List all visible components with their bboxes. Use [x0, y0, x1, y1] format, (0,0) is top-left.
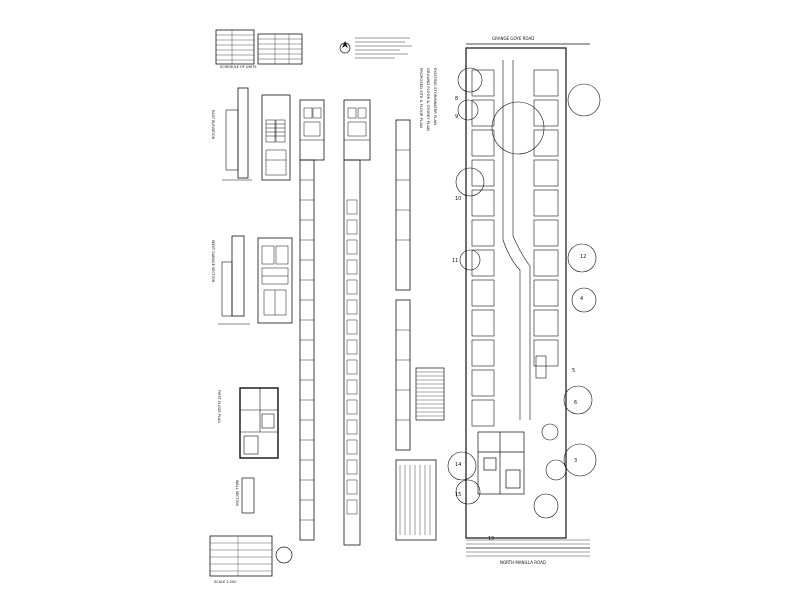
- section-detail-b: [257, 237, 293, 324]
- section-detail-a: [261, 94, 291, 181]
- west-garage-section: WEST GARAGE SECTION: [211, 235, 250, 325]
- tree-number: 15: [455, 492, 461, 498]
- tree-number: 9: [455, 114, 458, 120]
- existing-dwelling: [477, 431, 525, 495]
- east-elevation-label: EAST ELEVATION: [211, 110, 215, 140]
- car-icon: [535, 355, 547, 379]
- turning-circle: [491, 101, 545, 155]
- tree-number: 14: [455, 462, 461, 468]
- driveway: [502, 60, 521, 420]
- schedule-table-left: SCHEDULE OF UNITS: [215, 29, 303, 69]
- general-notes: [355, 37, 412, 59]
- first-floor-plan: FIRST FLOOR PLAN: [217, 387, 279, 459]
- east-elevation: EAST ELEVATION: [211, 87, 252, 181]
- units-west: [471, 69, 495, 427]
- tree-number: 5: [572, 368, 575, 374]
- tree-number: 6: [574, 400, 577, 406]
- bottom-hatching: [466, 539, 590, 557]
- scale-note: SCALE 1:200: [214, 580, 236, 584]
- site-plan: GRANGE GOYE ROAD NORTH MANILLA ROAD: [447, 36, 601, 565]
- hatched-schedule: [415, 367, 445, 421]
- long-elevation-2: [343, 99, 371, 546]
- tree-number: 8: [455, 96, 458, 102]
- title-block: SCALE 1:200: [209, 535, 293, 584]
- tree-number: 4: [580, 296, 583, 302]
- tree-number: 3: [574, 458, 577, 464]
- units-east: [533, 69, 559, 367]
- site-boundary: [465, 47, 567, 539]
- tree-number: 10: [455, 196, 461, 202]
- trees: [447, 67, 601, 519]
- north-arrow-icon: [339, 41, 351, 54]
- plan-title-2: GROUND FLOOR & STOREY PLAN: [426, 68, 431, 131]
- plan-title-1: PROPOSED SITE & FLOOR PLAN: [419, 68, 424, 128]
- long-elevation-1: [299, 99, 325, 541]
- first-floor-plan-label: FIRST FLOOR PLAN: [217, 390, 221, 423]
- legend-title: SCHEDULE OF UNITS: [220, 65, 257, 69]
- wall-section-label: WALL SECTION: [235, 480, 239, 506]
- tree-number: 12: [580, 254, 586, 260]
- road-top-label: GRANGE GOYE ROAD: [492, 36, 534, 41]
- long-elevation-3: [395, 119, 437, 541]
- tree-number: 11: [452, 258, 458, 264]
- tree-number: 19: [488, 536, 494, 542]
- wall-section: WALL SECTION: [235, 477, 255, 514]
- plan-title-3: EXISTING STORMWATER PLAN: [433, 68, 438, 125]
- west-garage-label: WEST GARAGE SECTION: [211, 240, 215, 283]
- road-bottom-label: NORTH MANILLA ROAD: [500, 560, 546, 565]
